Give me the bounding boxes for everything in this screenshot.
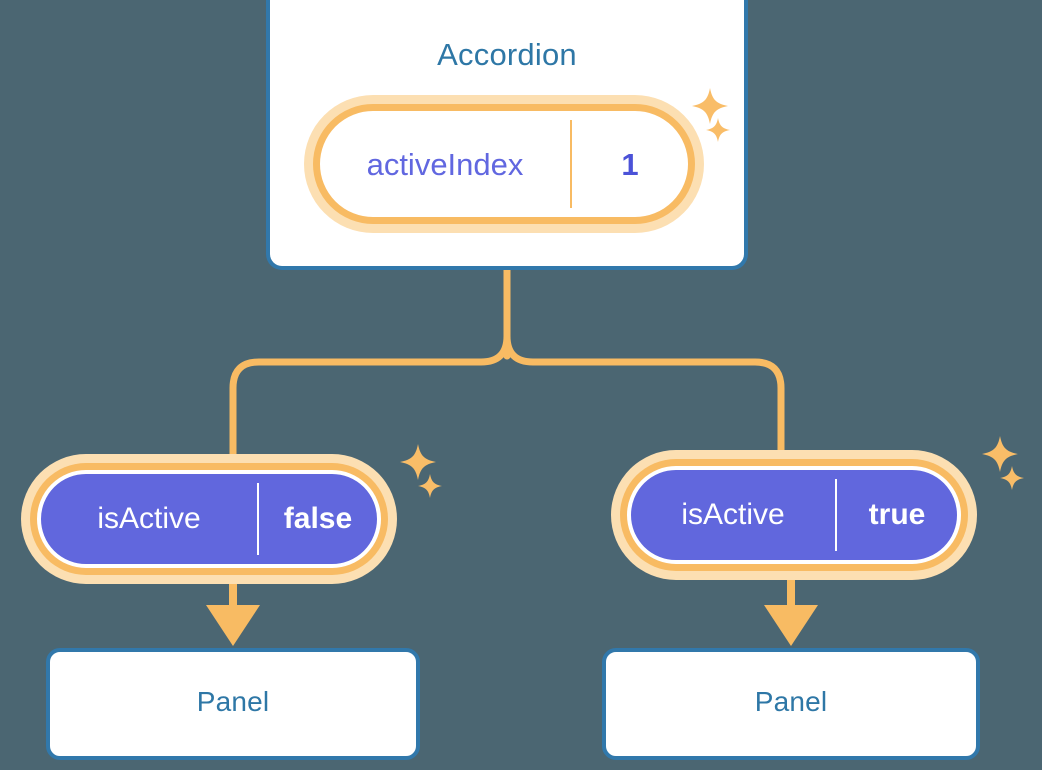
- prop-key-label: isActive: [681, 498, 785, 531]
- state-value-label: 1: [621, 146, 639, 182]
- sparkle-small-icon: [418, 474, 442, 498]
- state-pill-active-index[interactable]: activeIndex 1: [313, 104, 695, 224]
- sparkle-large-icon: [692, 88, 728, 124]
- pill-divider: [570, 120, 572, 208]
- prop-value-label: true: [868, 498, 926, 531]
- prop-value-label: false: [283, 502, 353, 535]
- state-key-label: activeIndex: [366, 146, 524, 182]
- panel-component-card-left: Panel: [46, 648, 420, 760]
- prop-pill-is-active-true[interactable]: isActive true: [627, 466, 961, 564]
- sparkle-small-icon: [706, 118, 730, 142]
- prop-pill-is-active-false[interactable]: isActive false: [37, 470, 381, 568]
- panel-component-card-right: Panel: [602, 648, 980, 760]
- prop-key-label: isActive: [97, 502, 201, 535]
- page-title: Accordion: [437, 37, 577, 72]
- pill-divider: [835, 479, 837, 551]
- sparkle-large-icon: [400, 444, 436, 480]
- panel-title: Panel: [754, 686, 828, 717]
- sparkle-small-icon: [1000, 466, 1024, 490]
- sparkle-large-icon: [982, 436, 1018, 472]
- pill-divider: [257, 483, 259, 555]
- panel-title: Panel: [196, 686, 270, 717]
